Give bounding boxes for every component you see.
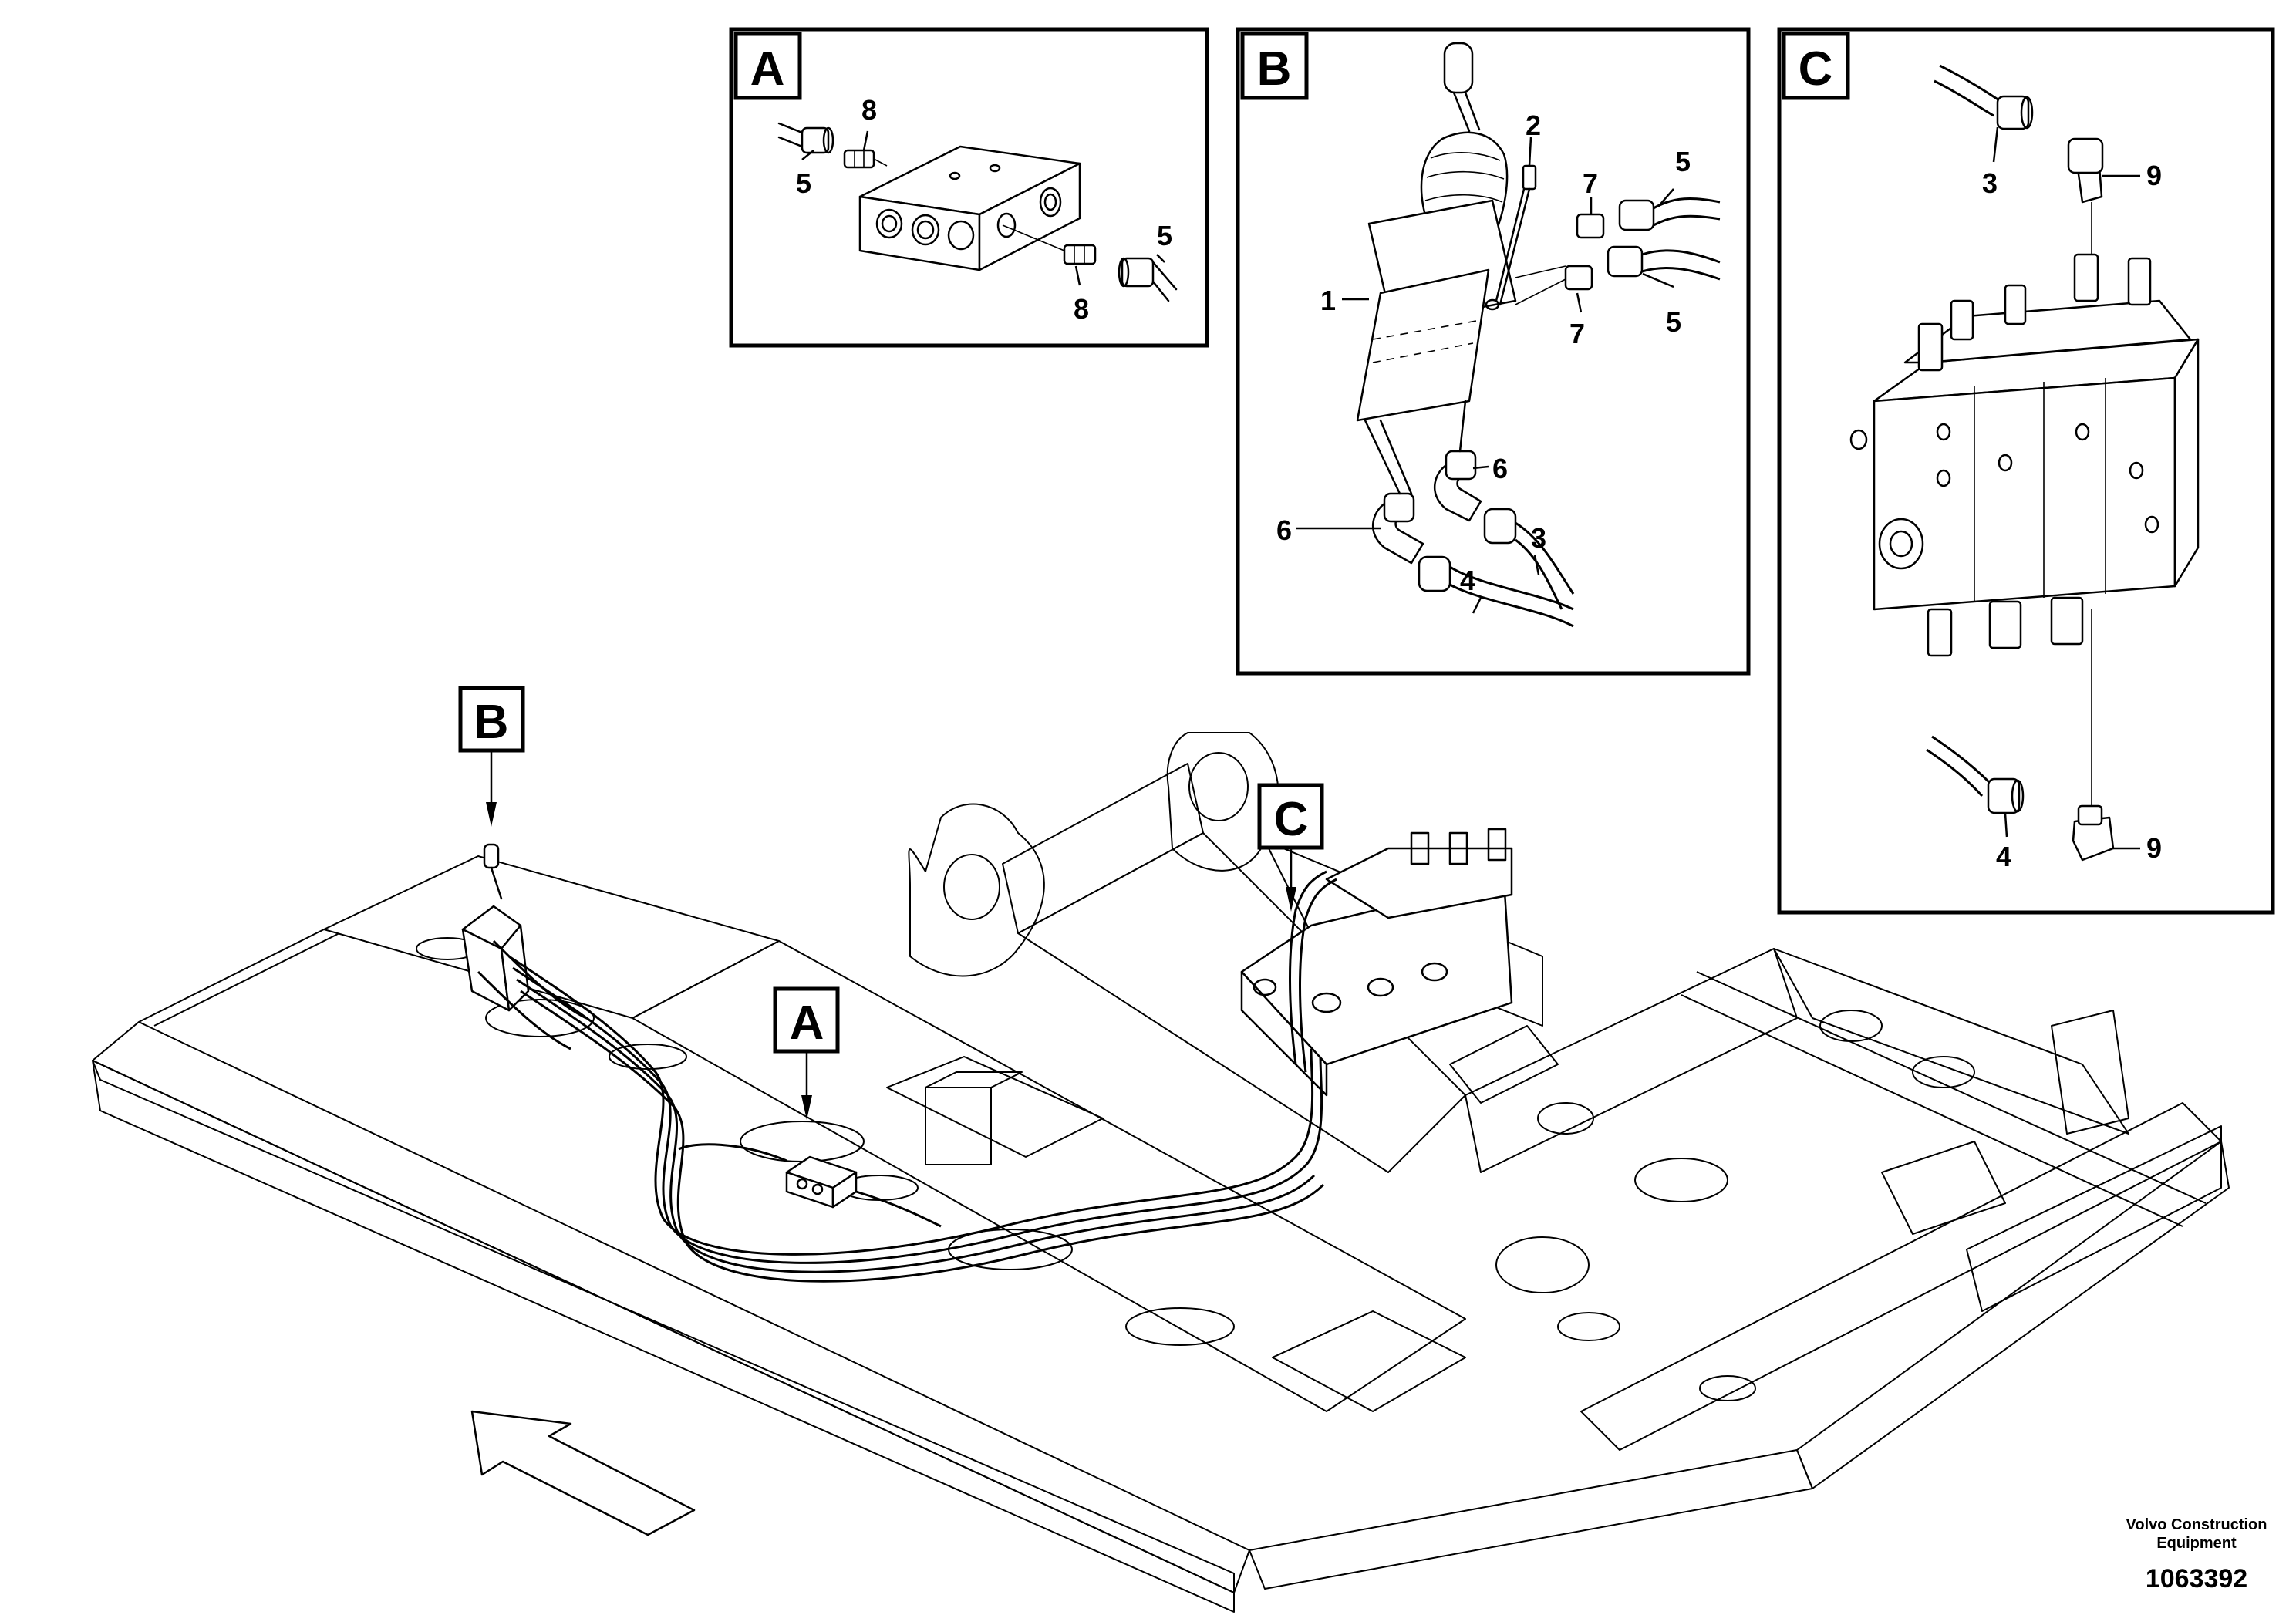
detail-panel-a: A <box>729 27 1209 348</box>
detail-panel-c: C <box>1777 27 2275 915</box>
front-direction-arrow <box>470 1410 696 1536</box>
drawing-number: 1063392 <box>2146 1564 2247 1593</box>
detail-panel-b: B <box>1236 27 1751 676</box>
main-control-valve <box>1240 828 1513 1097</box>
callout-a-8-bottom: 8 <box>1074 293 1089 325</box>
callout-b-7-bottom: 7 <box>1569 318 1585 349</box>
panel-a-hose-right <box>1118 257 1178 302</box>
main-shuttle-block <box>785 1155 858 1209</box>
panel-b-letter: B <box>1257 42 1292 96</box>
callout-a-8-top: 8 <box>861 94 877 126</box>
pilot-hose-bundle <box>477 870 1337 1283</box>
main-chassis-view <box>92 732 2230 1613</box>
panel-a-letter: A <box>750 42 785 96</box>
marker-b-letter: B <box>474 696 509 749</box>
panel-c-bottom-hose <box>1926 735 2115 862</box>
title-block: Volvo Construction Equipment 1063392 <box>2126 1516 2267 1593</box>
callout-b-5-bottom: 5 <box>1666 306 1681 338</box>
callout-a-5-right: 5 <box>1157 220 1172 251</box>
callout-b-4: 4 <box>1460 565 1475 596</box>
callout-b-7-top: 7 <box>1583 167 1598 199</box>
panel-a-hose-left <box>777 122 834 154</box>
callout-c-9-bottom: 9 <box>2146 832 2162 864</box>
callout-c-3: 3 <box>1982 167 1998 199</box>
callout-b-5-top: 5 <box>1675 146 1691 177</box>
callout-b-6-right: 6 <box>1492 453 1508 484</box>
frame-rear-platform <box>323 855 1466 1412</box>
callout-b-1: 1 <box>1320 285 1336 316</box>
panel-c-top-hose <box>1934 64 2104 255</box>
panel-a-letter-box <box>733 32 802 100</box>
callout-a-5-left: 5 <box>796 167 811 199</box>
panel-c-letter: C <box>1799 42 1833 96</box>
panel-b-letter-box <box>1240 32 1309 100</box>
marker-a-letter: A <box>790 996 824 1050</box>
panel-a-fitting-bottom <box>1002 224 1097 265</box>
marker-b-box <box>458 686 525 753</box>
panel-b-elbows <box>1364 400 1575 628</box>
callout-b-6-left: 6 <box>1276 514 1292 546</box>
callout-c-4: 4 <box>1996 841 2011 872</box>
panel-b-bolt <box>1495 164 1537 306</box>
callout-b-3: 3 <box>1531 522 1546 554</box>
company-name: Volvo Construction <box>2126 1516 2267 1533</box>
callout-b-2: 2 <box>1526 110 1541 141</box>
panel-a-fitting-top <box>843 149 888 169</box>
marker-a: A <box>773 986 840 1120</box>
frame-right-rail <box>1249 948 2230 1590</box>
main-joystick <box>461 843 530 1012</box>
manifold-block <box>858 145 1081 271</box>
control-valve-detail <box>1849 253 2200 818</box>
company-name-line2: Equipment <box>2156 1535 2237 1552</box>
panel-c-letter-box <box>1782 32 1850 100</box>
callout-c-9-top: 9 <box>2146 160 2162 191</box>
pilot-joystick <box>1356 42 1517 422</box>
marker-c: C <box>1257 783 1324 912</box>
marker-c-letter: C <box>1274 793 1309 846</box>
marker-b: B <box>458 686 525 827</box>
panel-b-frame <box>1236 27 1751 676</box>
